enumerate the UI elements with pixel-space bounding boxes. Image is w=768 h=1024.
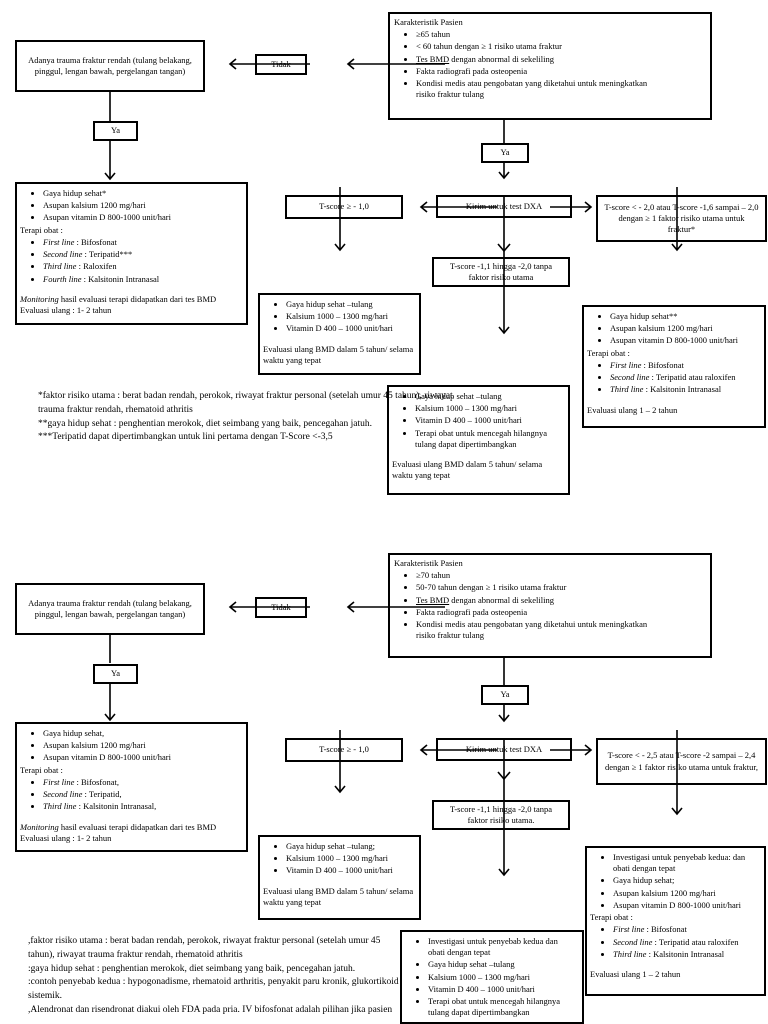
characteristics-title-2: Karakteristik Pasien xyxy=(394,558,463,568)
characteristics-list-2: ≥70 tahun50-70 tahun dengan ≥ 1 risiko u… xyxy=(394,570,670,641)
tscore-osteoporosis-box-2: T-score < - 2,5 atau T-score -2 sampai –… xyxy=(596,738,767,785)
characteristics-list-1: ≥65 tahun< 60 tahun dengan ≥ 1 risiko ut… xyxy=(394,29,670,100)
treatment-footer: Evaluasi ulang 1 – 2 tahun xyxy=(590,968,681,979)
trauma-box-2: Adanya trauma fraktur rendah (tulang bel… xyxy=(15,583,205,635)
lifestyle-list: Gaya hidup sehat –tulangKalsium 1000 – 1… xyxy=(264,299,415,335)
patient-characteristics-box-1: Karakteristik Pasien ≥65 tahun< 60 tahun… xyxy=(388,12,712,120)
lifestyle-list: Investigasi untuk penyebab kedua dan oba… xyxy=(406,936,578,1019)
terapi-obat-label: Terapi obat : xyxy=(20,764,63,775)
terapi-list: First line : Bifosfonat,Second line : Te… xyxy=(21,777,242,813)
lifestyle-box-1-mid: Gaya hidup sehat –tulangKalsium 1000 – 1… xyxy=(387,385,570,495)
lifestyle-list: Investigasi untuk penyebab kedua: dan ob… xyxy=(591,852,760,911)
treatment-footer: Monitoring hasil evaluasi terapi didapat… xyxy=(20,293,217,315)
tscore-osteoporosis-box-1: T-score < - 2,0 atau T-score -1,6 sampai… xyxy=(596,195,767,242)
treatment-footer: Monitoring hasil evaluasi terapi didapat… xyxy=(20,821,217,843)
characteristics-title-1: Karakteristik Pasien xyxy=(394,17,463,27)
treatment-box-2-left: Gaya hidup sehat,Asupan kalsium 1200 mg/… xyxy=(15,722,248,852)
tscore-normal-box-2: T-score ≥ - 1,0 xyxy=(285,738,403,762)
treatment-footer: Evaluasi ulang 1 – 2 tahun xyxy=(587,404,678,415)
footnotes-1: *faktor risiko utama : berat badan renda… xyxy=(38,391,453,443)
treatment-box-1-right: Gaya hidup sehat**Asupan kalsium 1200 mg… xyxy=(582,305,766,428)
lifestyle-list: Gaya hidup sehat –tulang;Kalsium 1000 – … xyxy=(264,841,415,877)
ya-box-2-left: Ya xyxy=(93,664,138,684)
evaluation-footer: Evaluasi ulang BMD dalam 5 tahun/ selama… xyxy=(392,459,543,481)
footnotes-2: ,faktor risiko utama : berat badan renda… xyxy=(28,936,399,1015)
dxa-box-1: Kirim untuk test DXA xyxy=(436,195,572,218)
dxa-box-2: Kirim untuk test DXA xyxy=(436,738,572,761)
ya-box-2-center: Ya xyxy=(481,685,529,705)
terapi-obat-label: Terapi obat : xyxy=(20,224,63,235)
terapi-list: First line : BifosfonatSecond line : Ter… xyxy=(21,237,242,285)
lifestyle-box-2-left: Gaya hidup sehat –tulang;Kalsium 1000 – … xyxy=(258,835,421,920)
tidak-box-2: Tidak xyxy=(255,597,307,618)
lifestyle-list: Gaya hidup sehat*Asupan kalsium 1200 mg/… xyxy=(21,188,242,224)
lifestyle-box-2-mid: Investigasi untuk penyebab kedua dan oba… xyxy=(400,930,584,1024)
trauma-box-1: Adanya trauma fraktur rendah (tulang bel… xyxy=(15,40,205,92)
treatment-box-1-left: Gaya hidup sehat*Asupan kalsium 1200 mg/… xyxy=(15,182,248,325)
tidak-box-1: Tidak xyxy=(255,54,307,75)
tscore-osteopenia-box-1: T-score -1,1 hingga -2,0 tanpa faktor ri… xyxy=(432,257,570,287)
terapi-list: First line : BifosfonatSecond line : Ter… xyxy=(591,924,760,960)
terapi-obat-label: Terapi obat : xyxy=(590,912,633,923)
terapi-obat-label: Terapi obat : xyxy=(587,347,630,358)
lifestyle-list: Gaya hidup sehat**Asupan kalsium 1200 mg… xyxy=(588,311,760,347)
lifestyle-list: Gaya hidup sehat –tulangKalsium 1000 – 1… xyxy=(393,391,564,450)
lifestyle-box-1-left: Gaya hidup sehat –tulangKalsium 1000 – 1… xyxy=(258,293,421,375)
lifestyle-list: Gaya hidup sehat,Asupan kalsium 1200 mg/… xyxy=(21,728,242,764)
tscore-osteopenia-box-2: T-score -1,1 hingga -2,0 tanpa faktor ri… xyxy=(432,800,570,830)
evaluation-footer: Evaluasi ulang BMD dalam 5 tahun/ selama… xyxy=(263,343,414,365)
tscore-normal-box-1: T-score ≥ - 1,0 xyxy=(285,195,403,219)
patient-characteristics-box-2: Karakteristik Pasien ≥70 tahun50-70 tahu… xyxy=(388,553,712,658)
treatment-box-2-right: Investigasi untuk penyebab kedua: dan ob… xyxy=(585,846,766,996)
evaluation-footer: Evaluasi ulang BMD dalam 5 tahun/ selama… xyxy=(263,885,414,907)
ya-box-1-center: Ya xyxy=(481,143,529,163)
terapi-list: First line : BifosfonatSecond line : Ter… xyxy=(588,360,760,396)
ya-box-1-left: Ya xyxy=(93,121,138,141)
